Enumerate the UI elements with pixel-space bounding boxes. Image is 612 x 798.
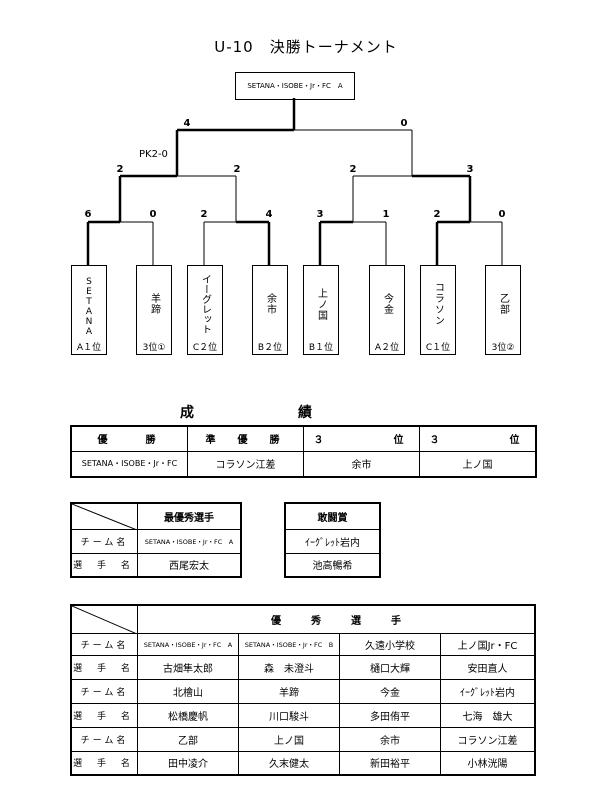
cell: 新田裕平 [339,750,441,776]
team-box: 今金 A２位 [369,265,405,355]
score-final-left: 4 [183,118,191,129]
excellent-players-table: 優 秀 選 手 チーム名 SETANA・ISOBE・Jr・FC A SETANA… [70,604,536,776]
team-box: コラソン C１位 [420,265,456,355]
score-r1-4: 4 [265,209,273,220]
score-r1-3: 2 [200,209,208,220]
cell: 久末健太 [238,750,340,776]
cell: 北檜山 [137,678,239,704]
diagonal-cell [70,604,138,634]
row-label: 選 手 名 [70,654,138,680]
cell: 余市 [339,726,441,752]
team-rank: B２位 [257,343,283,353]
cell: 七海 雄大 [440,702,536,728]
cell: 田中凌介 [137,750,239,776]
cell: SETANA・ISOBE・Jr・FC A [137,632,239,656]
cell: 上ノ国 [238,726,340,752]
results-heading-left: 成 [180,405,194,421]
mvp-header: 最優秀選手 [137,502,242,530]
row-label: 選 手 名 [70,750,138,776]
team-box: SETANA A１位 [71,265,107,355]
fighting-spirit-player: 池高暢希 [284,552,381,578]
row-label: 選 手 名 [70,702,138,728]
winner-header: 優 勝 [70,425,188,452]
team-box: 乙部 3位② [485,265,521,355]
team-box: イーグレット C２位 [187,265,223,355]
third-value: 余市 [303,450,420,478]
team-name: 上ノ国 [315,287,327,321]
cell: 上ノ国Jr・FC [440,632,536,656]
team-rank: B１位 [308,343,334,353]
results-heading-right: 績 [298,405,312,421]
cell: 森 未澄斗 [238,654,340,680]
score-semi-1: 2 [116,164,124,175]
score-r1-8: 0 [498,209,506,220]
score-r1-5: 3 [316,209,324,220]
cell: 久遠小学校 [339,632,441,656]
score-r1-6: 1 [382,209,390,220]
team-name: SETANA [84,277,94,337]
runner-up-value: コラソン江差 [187,450,304,478]
team-name: イーグレット [199,274,211,334]
pk-note: PK2-0 [139,149,168,160]
mvp-team: SETANA・ISOBE・Jr・FC A [137,528,242,554]
team-box: 羊蹄 3位① [136,265,172,355]
team-rank: 3位① [142,343,166,353]
team-name: 余市 [264,293,276,315]
runner-up-header: 準 優 勝 [187,425,304,452]
cell: 川口駿斗 [238,702,340,728]
excellent-header: 優 秀 選 手 [137,604,536,634]
team-rank: C１位 [425,343,451,353]
score-semi-2: 2 [233,164,241,175]
bracket-lines [86,98,503,265]
team-name: 羊蹄 [148,293,160,315]
cell: 樋口大輝 [339,654,441,680]
row-label: チーム名 [70,678,138,704]
team-name: 乙部 [497,293,509,315]
cell: 羊蹄 [238,678,340,704]
cell: コラソン江差 [440,726,536,752]
score-r1-1: 6 [84,209,92,220]
score-semi-4: 3 [466,164,474,175]
mvp-table: 最優秀選手 チーム名 SETANA・ISOBE・Jr・FC A 選 手 名 西尾… [70,502,242,578]
team-rank: A１位 [76,343,102,353]
cell: 安田直人 [440,654,536,680]
team-box: 余市 B２位 [252,265,288,355]
cell: 今金 [339,678,441,704]
score-r1-2: 0 [149,209,157,220]
team-rank: A２位 [374,343,400,353]
fighting-spirit-table: 敢闘賞 ｲｰｸﾞﾚｯﾄ岩内 池高暢希 [284,502,381,578]
fighting-spirit-team: ｲｰｸﾞﾚｯﾄ岩内 [284,528,381,554]
score-r1-7: 2 [433,209,441,220]
score-semi-3: 2 [349,164,357,175]
winner-value: SETANA・ISOBE・Jr・FC [70,450,188,478]
diagonal-cell [70,502,138,530]
fighting-spirit-header: 敢闘賞 [284,502,381,530]
score-final-right: 0 [400,118,408,129]
cell: 古畑隼太郎 [137,654,239,680]
third-value: 上ノ国 [419,450,537,478]
cell: 乙部 [137,726,239,752]
cell: 多田侑平 [339,702,441,728]
mvp-player: 西尾宏太 [137,552,242,578]
third-header: ３ 位 [303,425,420,452]
row-label: チーム名 [70,632,138,656]
third-header: ３ 位 [419,425,537,452]
team-rank: 3位② [491,343,515,353]
cell: ｲｰｸﾞﾚｯﾄ岩内 [440,678,536,704]
team-rank: C２位 [192,343,218,353]
team-name: コラソン [432,282,444,326]
row-label: チーム名 [70,726,138,752]
page-title: U-10 決勝トーナメント [214,38,398,56]
team-box: 上ノ国 B１位 [303,265,339,355]
cell: 小林洸陽 [440,750,536,776]
team-label: チーム名 [70,528,138,554]
results-table: 優 勝 準 優 勝 ３ 位 ３ 位 SETANA・ISOBE・Jr・FC コラソ… [70,425,537,478]
cell: 松橋慶帆 [137,702,239,728]
cell: SETANA・ISOBE・Jr・FC B [238,632,340,656]
team-name: 今金 [381,293,393,315]
player-label: 選 手 名 [70,552,138,578]
